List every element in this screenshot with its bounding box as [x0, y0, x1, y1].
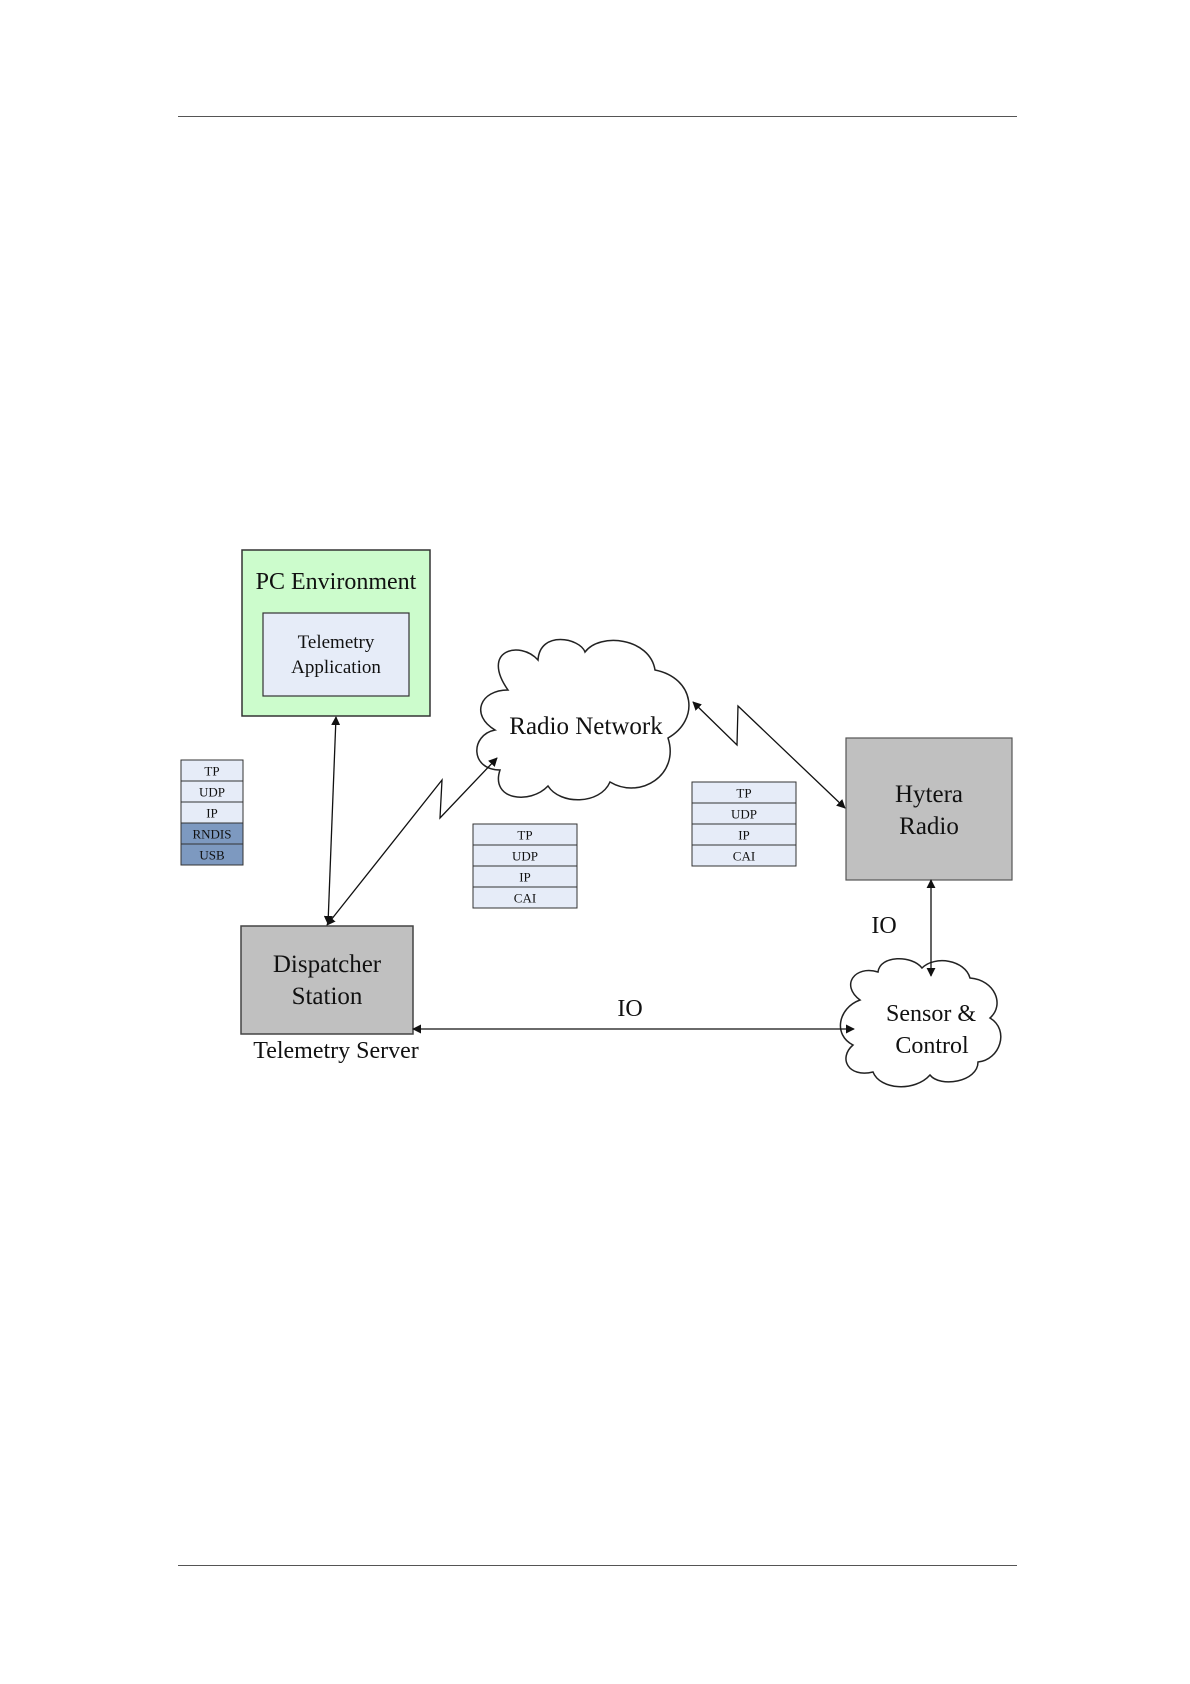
stack-layer-label-udp: UDP	[731, 807, 757, 822]
server-io-label: IO	[617, 996, 642, 1022]
stack-layer-label-tp: TP	[736, 786, 751, 801]
radio-network-label: Radio Network	[509, 713, 663, 740]
stack-layer-label-cai: CAI	[733, 849, 755, 864]
pc-to-dispatcher-arrow	[328, 717, 336, 924]
telemetry-application-box	[263, 613, 409, 696]
hytera-radio: Hytera Radio	[846, 738, 1012, 880]
stack-layer-label-ip: IP	[206, 806, 218, 821]
middle-protocol-stack: TP UDP IP CAI	[473, 824, 577, 908]
sensor-control-line1: Sensor &	[886, 1001, 976, 1027]
telemetry-application-line2: Application	[291, 657, 381, 678]
stack-layer-label-usb: USB	[199, 848, 225, 863]
telemetry-application-line1: Telemetry	[298, 632, 375, 653]
pc-protocol-stack: TP UDP IP RNDIS USB	[181, 760, 243, 865]
sensor-control-line2: Control	[895, 1033, 969, 1059]
stack-layer-label-tp: TP	[204, 764, 219, 779]
stack-layer-label-ip: IP	[519, 870, 531, 885]
dispatcher-station-box	[241, 926, 413, 1034]
dispatcher-station-line1: Dispatcher	[273, 951, 382, 978]
radio-io-label: IO	[871, 913, 896, 939]
pc-environment: PC Environment Telemetry Application	[242, 550, 430, 716]
hytera-radio-box	[846, 738, 1012, 880]
dispatcher-station: Dispatcher Station Telemetry Server	[241, 926, 419, 1064]
telemetry-server-caption: Telemetry Server	[253, 1038, 419, 1064]
stack-layer-label-cai: CAI	[514, 891, 536, 906]
sensor-control: Sensor & Control	[840, 959, 1000, 1087]
dispatcher-to-radio-network-link	[327, 758, 497, 925]
hytera-radio-line2: Radio	[899, 813, 959, 840]
stack-layer-label-udp: UDP	[512, 849, 538, 864]
radio-network: Radio Network	[477, 640, 689, 800]
stack-layer-label-tp: TP	[517, 828, 532, 843]
stack-layer-label-udp: UDP	[199, 785, 225, 800]
right-protocol-stack: TP UDP IP CAI	[692, 782, 796, 866]
stack-layer-label-rndis: RNDIS	[192, 827, 231, 842]
hytera-radio-line1: Hytera	[895, 781, 963, 808]
pc-environment-title: PC Environment	[256, 569, 417, 595]
stack-layer-label-ip: IP	[738, 828, 750, 843]
dispatcher-station-line2: Station	[292, 983, 363, 1010]
